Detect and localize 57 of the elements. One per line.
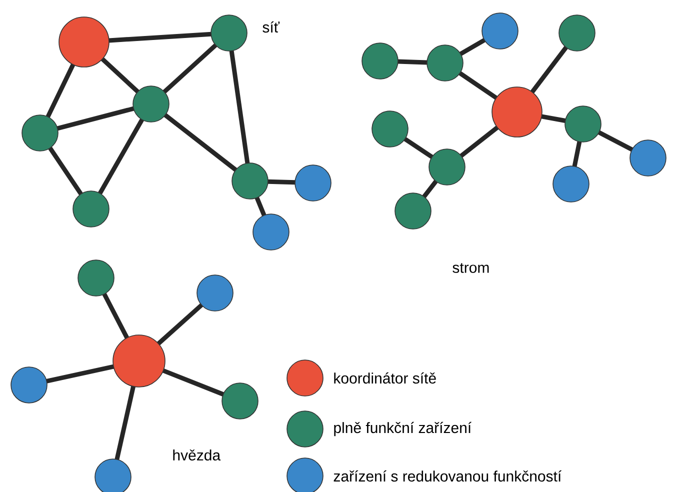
device-circle xyxy=(196,274,234,312)
link-line xyxy=(229,50,250,164)
device-circle xyxy=(22,114,58,152)
link-line xyxy=(56,106,134,131)
link-line xyxy=(46,64,76,118)
device-circle xyxy=(630,140,666,176)
link-line xyxy=(254,196,266,216)
link-line xyxy=(598,130,634,152)
device-circle xyxy=(58,16,110,68)
legend-text: zařízení s redukovanou funkčností xyxy=(334,470,562,482)
device-circle xyxy=(492,86,542,138)
device-circle xyxy=(372,110,408,148)
link-line xyxy=(460,126,499,158)
device-circle xyxy=(94,458,132,492)
link-line xyxy=(458,71,498,100)
device-circle xyxy=(362,42,398,80)
link-line xyxy=(102,292,130,339)
link-line xyxy=(156,303,204,346)
device-circle xyxy=(558,14,596,52)
network-label: hvězda xyxy=(173,449,221,461)
link-line xyxy=(162,43,218,94)
device-circle xyxy=(132,86,170,122)
legend-text: koordinátor sítě xyxy=(334,372,436,384)
link-line xyxy=(162,368,224,396)
network-label: strom xyxy=(452,263,489,273)
link-line xyxy=(98,118,144,194)
link-line xyxy=(422,180,438,198)
network-label: síť xyxy=(262,21,280,33)
device-circle xyxy=(294,164,332,202)
link-line xyxy=(459,38,486,56)
device-circle xyxy=(252,214,290,250)
device-circle xyxy=(222,382,258,420)
device-circle xyxy=(112,334,166,388)
link-line xyxy=(114,386,136,460)
link-line xyxy=(164,113,238,172)
device-circle xyxy=(78,260,114,296)
link-line xyxy=(572,141,582,167)
link-line xyxy=(268,179,296,185)
link-line xyxy=(530,46,568,94)
device-circle xyxy=(232,162,268,200)
link-line xyxy=(404,137,434,159)
link-line xyxy=(541,114,566,123)
device-circle xyxy=(210,14,248,52)
device-circle xyxy=(482,12,518,50)
link-line xyxy=(100,57,140,94)
device-circle xyxy=(428,148,466,186)
device-circle xyxy=(564,106,602,142)
device-circle xyxy=(10,366,48,404)
link-line xyxy=(108,32,212,43)
device-circle xyxy=(426,44,464,82)
device-circle xyxy=(394,192,432,230)
legend-text: plně funkční zařízení xyxy=(334,422,472,436)
device-circle xyxy=(72,190,110,228)
link-line xyxy=(398,59,428,65)
link-line xyxy=(48,146,83,196)
device-circle xyxy=(552,166,590,202)
link-line xyxy=(46,364,114,384)
